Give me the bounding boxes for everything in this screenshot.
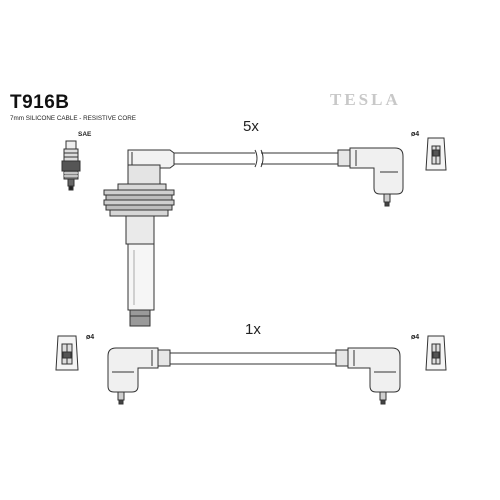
spark-plug-icon bbox=[61, 140, 81, 191]
terminal-diameter-label-3: ø4 bbox=[411, 334, 420, 341]
terminal-icon bbox=[55, 335, 79, 371]
terminal-icon bbox=[425, 137, 447, 171]
angled-boot-icon bbox=[335, 347, 401, 405]
part-number-title: T916B bbox=[10, 92, 70, 113]
cable-1 bbox=[174, 149, 340, 168]
lead-2-quantity: 1x bbox=[245, 321, 261, 338]
terminal-diameter-label-1: ø4 bbox=[411, 131, 420, 138]
cable-2 bbox=[170, 352, 336, 365]
terminal-diameter-label-2: ø4 bbox=[86, 334, 95, 341]
angled-boot-icon bbox=[107, 347, 171, 405]
lead-1-quantity: 5x bbox=[243, 118, 259, 135]
cable-spec-subtitle: 7mm SILICONE CABLE - RESISTIVE CORE bbox=[10, 115, 136, 122]
brand-watermark: TESLA bbox=[330, 90, 401, 109]
terminal-icon bbox=[425, 335, 447, 371]
coil-boot-icon bbox=[103, 149, 175, 327]
spark-plug-label: SAE bbox=[78, 131, 92, 138]
angled-boot-icon bbox=[337, 147, 404, 207]
